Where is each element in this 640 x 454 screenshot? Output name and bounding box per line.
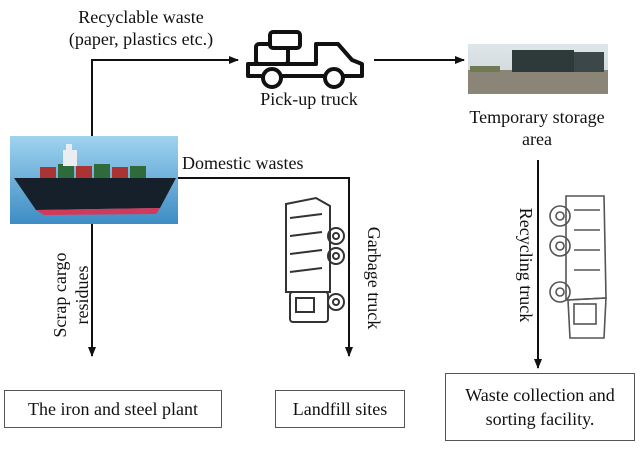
- domestic-wastes-label: Domestic wastes: [182, 153, 304, 173]
- connectors: [88, 56, 542, 369]
- pickup-truck-label: Pick-up truck: [260, 89, 358, 109]
- recyclable-line-1: Recyclable waste: [78, 7, 204, 27]
- garbage-truck-label: Garbage truck: [364, 226, 384, 330]
- scrap-cargo-label: Scrap cargo residues: [49, 240, 93, 350]
- arrow-to-landfill: [178, 177, 353, 357]
- storage-area-photo: [468, 44, 608, 94]
- scrap-line-2: residues: [72, 265, 92, 325]
- landfill-sites-box: Landfill sites: [275, 390, 405, 428]
- cargo-ship-image: [10, 136, 178, 224]
- recycling-truck-label: Recycling truck: [516, 207, 536, 323]
- recyclable-line-2: (paper, plastics etc.): [68, 29, 214, 49]
- scrap-line-1: Scrap cargo: [50, 252, 70, 338]
- recyclable-waste-label: Recyclable waste (paper, plastics etc.): [56, 6, 226, 50]
- storage-area-label: Temporary storage area: [452, 106, 622, 150]
- waste-collection-box: Waste collection and sorting facility.: [445, 373, 635, 441]
- arrow-to-pickup: [91, 56, 239, 136]
- recycling-truck-icon: [549, 195, 607, 339]
- storage-line-2: area: [522, 129, 552, 149]
- storage-line-1: Temporary storage: [469, 107, 605, 127]
- iron-steel-plant-box: The iron and steel plant: [4, 390, 222, 428]
- pickup-truck-icon: [246, 30, 364, 89]
- waste-line-1: Waste collection and: [465, 385, 615, 405]
- waste-line-2: sorting facility.: [485, 409, 595, 429]
- garbage-truck-icon: [285, 196, 345, 323]
